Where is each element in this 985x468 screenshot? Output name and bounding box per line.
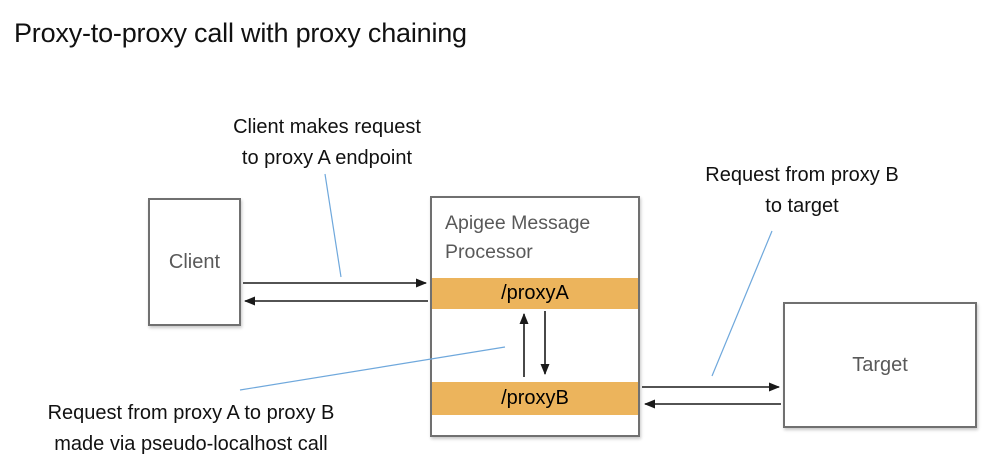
annotation-target-request-line2: to target (765, 195, 839, 217)
annotation-localhost-call: Request from proxy A to proxy B made via… (10, 398, 372, 460)
annotation-localhost-call-line1: Request from proxy A to proxy B (47, 402, 335, 424)
annotation-client-request: Client makes request to proxy A endpoint (192, 112, 462, 174)
message-processor-node: Apigee Message Processor /proxyA /proxyB (430, 196, 640, 437)
diagram-title: Proxy-to-proxy call with proxy chaining (14, 18, 467, 48)
proxy-a-bar: /proxyA (432, 278, 638, 309)
message-processor-label: Apigee Message Processor (445, 212, 591, 263)
annotation-localhost-call-line2: made via pseudo-localhost call (54, 433, 328, 455)
client-node: Client (148, 198, 241, 326)
proxy-b-bar: /proxyB (432, 382, 638, 415)
annotation-target-request: Request from proxy B to target (662, 160, 942, 222)
annotation-client-request-line2: to proxy A endpoint (241, 147, 413, 169)
annotation-line-client-request (324, 173, 342, 278)
annotation-target-request-line1: Request from proxy B (705, 164, 899, 186)
annotation-line-target-request (711, 230, 773, 377)
proxy-a-bar-label: /proxyA (501, 282, 569, 304)
target-node: Target (783, 302, 977, 428)
target-node-label: Target (852, 353, 908, 376)
annotation-client-request-line1: Client makes request (233, 116, 421, 138)
client-node-label: Client (168, 250, 221, 273)
proxy-b-bar-label: /proxyB (501, 387, 569, 409)
